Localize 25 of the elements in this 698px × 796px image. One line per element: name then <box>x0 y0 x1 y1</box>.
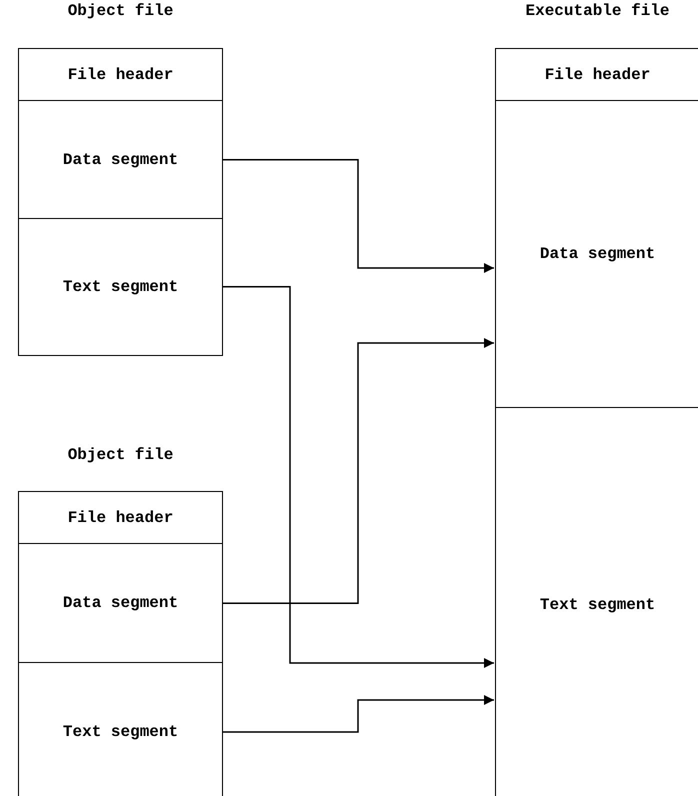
file-title: Object file <box>66 2 174 20</box>
segment-box <box>18 491 223 544</box>
segment-label: Text segment <box>62 723 178 741</box>
segment-label: File header <box>544 66 650 84</box>
arrow <box>223 338 494 604</box>
segment-label: File header <box>68 508 174 527</box>
segment-box <box>495 48 698 102</box>
file-title: Executable file <box>524 2 671 20</box>
segment-box <box>18 48 223 102</box>
segment-label: Data segment <box>62 594 178 612</box>
segment-label: Data segment <box>540 245 656 264</box>
segment-label: Text segment <box>62 278 178 296</box>
segment-box <box>18 218 223 356</box>
segment-label: Text segment <box>540 596 656 614</box>
segment-box <box>18 662 223 796</box>
arrow <box>223 286 494 668</box>
arrow <box>223 695 494 733</box>
segment-box <box>18 543 223 664</box>
file-title: Object file <box>66 446 174 464</box>
segment-box <box>495 100 698 408</box>
segment-box <box>18 100 223 220</box>
segment-box <box>495 407 698 796</box>
segment-label: Data segment <box>62 150 178 169</box>
arrow <box>223 159 494 273</box>
segment-label: File header <box>68 66 174 84</box>
